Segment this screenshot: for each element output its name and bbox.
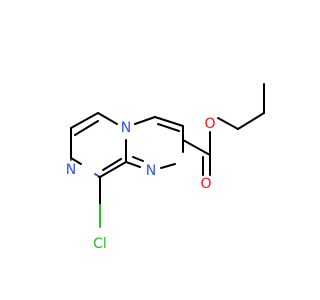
bond-c8a-n1-inner — [132, 156, 144, 162]
bond-c8a-n1 — [125, 161, 141, 168]
atom-n-pyrazine: N — [66, 162, 76, 178]
bond-oester-ch2 — [217, 117, 239, 130]
bond-c5-n4 — [97, 112, 118, 125]
atom-cl: Cl — [93, 236, 107, 252]
atom-n-imidazole: N — [146, 163, 156, 179]
bond-c3-c2-inner — [157, 123, 180, 132]
structure-canvas: N N N O O Cl — [66, 83, 265, 252]
bond-n4-c3 — [134, 116, 156, 125]
bond-n1-c2 — [160, 163, 176, 169]
bond-c8-c8a-inner — [102, 158, 122, 171]
bond-c3-c2 — [154, 116, 184, 127]
bond-c5-c6-inner — [74, 120, 99, 136]
bond-c2-ccarbonyl — [182, 139, 211, 156]
atom-o-carbonyl: O — [200, 176, 211, 192]
molecule-diagram: N N N O O Cl — [66, 83, 265, 252]
bond-c5-c6 — [70, 112, 99, 129]
bond-c8-c8a — [99, 161, 127, 178]
atom-o-ester: O — [204, 116, 215, 132]
bond-c6-n7a — [70, 157, 82, 165]
atom-n-bridge: N — [121, 120, 131, 136]
bond-ch2-ch3 — [237, 112, 265, 130]
